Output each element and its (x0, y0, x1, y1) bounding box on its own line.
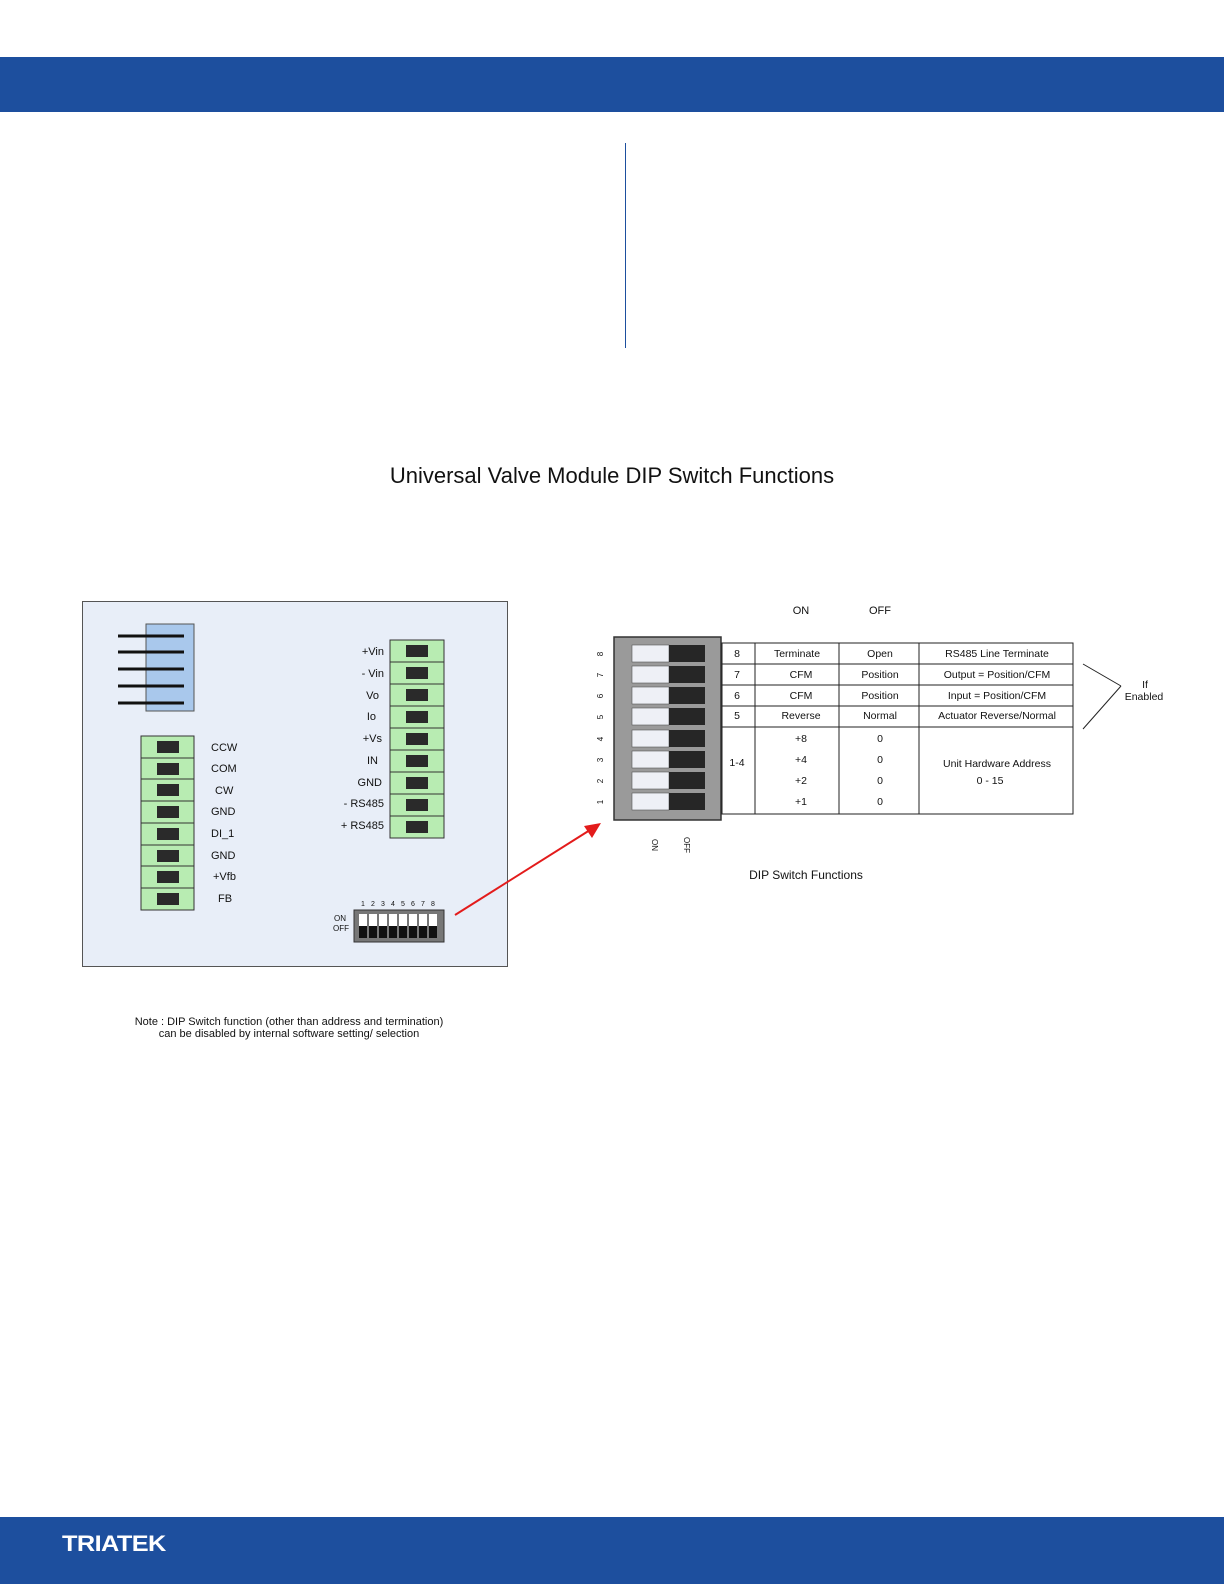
row-on: Reverse (781, 710, 820, 722)
terminal-label: GND (211, 806, 236, 818)
terminal-label: + RS485 (341, 820, 384, 832)
row-on: CFM (790, 690, 813, 702)
side-number: 3 (596, 757, 605, 762)
row-off: Position (861, 669, 899, 681)
side-number: 5 (596, 714, 605, 719)
row-switch: 8 (734, 648, 740, 660)
side-number: 2 (596, 778, 605, 783)
if-enabled-line2: Enabled (1125, 691, 1164, 703)
if-enabled-label: If Enabled (1125, 679, 1164, 703)
pointer-arrow-line (454, 829, 591, 916)
dip-number: 8 (431, 901, 435, 908)
terminal-label: COM (211, 763, 237, 775)
dip-number: 7 (421, 901, 425, 908)
row-off: Open (867, 648, 893, 660)
address-switch: 1-4 (729, 757, 744, 769)
dip-number: 3 (381, 901, 385, 908)
address-function: Unit Hardware Address (943, 758, 1051, 770)
large-dip-switch (613, 636, 722, 821)
connector-pins (118, 634, 184, 705)
bottom-on-label: ON (650, 839, 659, 851)
board-dip-off-label: OFF (333, 924, 349, 933)
right-terminal-labels: +Vin - Vin Vo Io +Vs IN GND - RS485 + RS… (341, 646, 384, 832)
column-header-on: ON (793, 605, 810, 617)
column-header-off: OFF (869, 605, 891, 617)
side-number: 8 (596, 651, 605, 656)
row-function: Output = Position/CFM (944, 669, 1051, 681)
terminal-label: +Vs (363, 733, 383, 745)
terminal-label: Io (367, 711, 376, 723)
terminal-label: GND (211, 850, 236, 862)
address-on: +4 (795, 754, 807, 766)
if-enabled-line1: If (1142, 679, 1148, 691)
footer-band (0, 1517, 1224, 1584)
side-number: 6 (596, 693, 605, 698)
table-column-headers: ON OFF (793, 605, 892, 617)
left-terminal-strip (140, 735, 195, 911)
page-title: Universal Valve Module DIP Switch Functi… (389, 463, 835, 488)
triatek-logo: TRIATEK (62, 1531, 166, 1556)
left-terminal-labels: CCW COM CW GND DI_1 GND +Vfb FB (211, 742, 238, 905)
terminal-label: - Vin (362, 668, 384, 680)
header-band (0, 57, 1224, 112)
dip-number: 4 (391, 901, 395, 908)
terminal-label: FB (218, 893, 232, 905)
board-dip-on-label: ON (334, 914, 346, 923)
row-off: Normal (863, 710, 897, 722)
row-on: CFM (790, 669, 813, 681)
dip-number: 6 (411, 901, 415, 908)
row-on: Terminate (774, 648, 820, 660)
row-function: Input = Position/CFM (948, 690, 1046, 702)
bottom-off-label: OFF (682, 837, 691, 853)
side-number: 7 (596, 672, 605, 677)
dip-caption: DIP Switch Functions (749, 868, 863, 882)
terminal-label: +Vin (362, 646, 384, 658)
dip-note: Note : DIP Switch function (other than a… (134, 1016, 444, 1040)
terminal-label: GND (358, 777, 383, 789)
terminal-label: +Vfb (213, 871, 236, 883)
address-on: +2 (795, 775, 807, 787)
column-divider (625, 143, 626, 348)
table-rows: 8 Terminate Open RS485 Line Terminate 7 … (729, 648, 1056, 808)
side-numbers: 8 7 6 5 4 3 2 1 (596, 651, 605, 804)
board-dip-numbers: 1 2 3 4 5 6 7 8 (361, 901, 435, 908)
dip-number: 1 (361, 901, 365, 908)
terminal-label: IN (367, 755, 378, 767)
dip-function-table (721, 642, 1074, 815)
board-dip-switch (353, 909, 445, 943)
right-terminal-strip (389, 639, 445, 839)
address-range: 0 - 15 (977, 775, 1004, 787)
terminal-label: - RS485 (344, 798, 384, 810)
terminal-label: CCW (211, 742, 238, 754)
dip-number: 5 (401, 901, 405, 908)
row-switch: 7 (734, 669, 740, 681)
address-off: 0 (877, 796, 883, 808)
address-off: 0 (877, 733, 883, 745)
pointer-arrow-head (584, 823, 601, 838)
address-off: 0 (877, 775, 883, 787)
address-on: +1 (795, 796, 807, 808)
side-number: 1 (596, 799, 605, 804)
terminal-label: CW (215, 785, 234, 797)
dip-number: 2 (371, 901, 375, 908)
address-off: 0 (877, 754, 883, 766)
terminal-label: Vo (366, 690, 379, 702)
row-function: Actuator Reverse/Normal (938, 710, 1056, 722)
terminal-label: DI_1 (211, 828, 234, 840)
row-off: Position (861, 690, 899, 702)
address-on: +8 (795, 733, 807, 745)
row-switch: 6 (734, 690, 740, 702)
row-function: RS485 Line Terminate (945, 648, 1049, 660)
side-number: 4 (596, 736, 605, 741)
if-enabled-bracket (1082, 663, 1122, 730)
row-switch: 5 (734, 710, 740, 722)
